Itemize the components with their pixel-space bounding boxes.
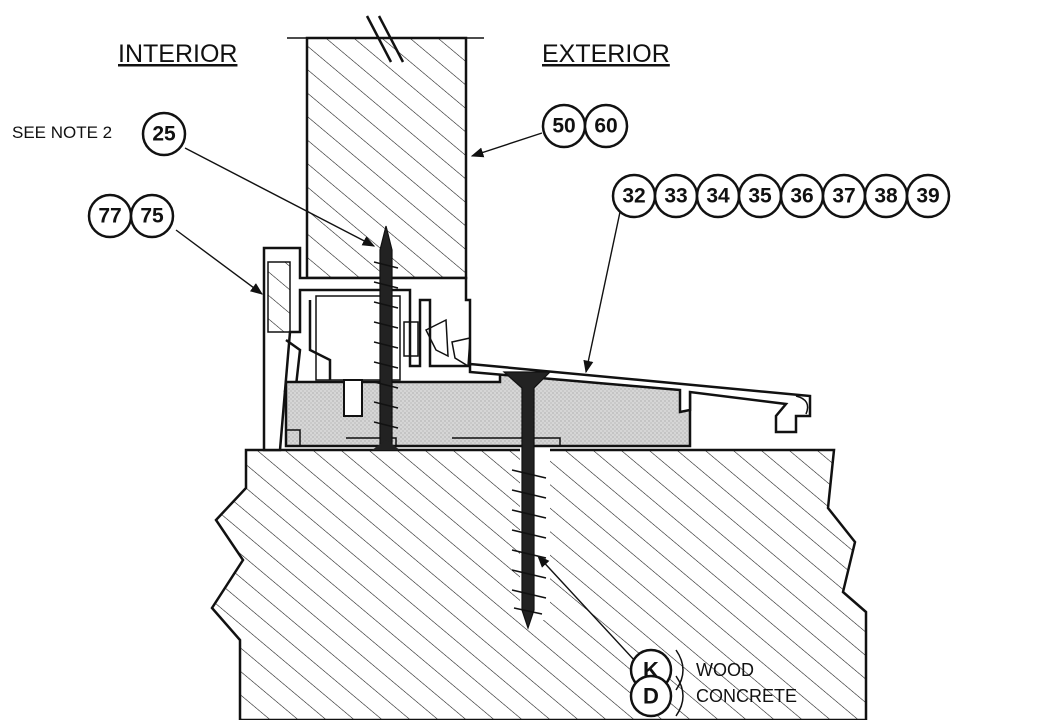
callout-50-60: 50 60 xyxy=(541,103,629,149)
fastener-key-d: D xyxy=(643,684,659,709)
leader-lines xyxy=(175,132,637,663)
substrate xyxy=(210,440,868,720)
callout-60-text: 60 xyxy=(594,115,617,138)
callout-38-text: 38 xyxy=(874,185,898,208)
sill-cap xyxy=(468,362,812,434)
frame-profile xyxy=(262,246,472,452)
callout-75-text: 75 xyxy=(140,205,164,228)
fastener-label-concrete: CONCRETE xyxy=(696,686,797,706)
callout-50-text: 50 xyxy=(552,115,575,138)
callout-32-text: 32 xyxy=(622,185,645,208)
callout-34-text: 34 xyxy=(706,185,730,208)
fastener-label-wood: WOOD xyxy=(696,660,754,680)
anchor-screw xyxy=(502,371,552,630)
callout-25: 25 xyxy=(141,111,187,157)
callout-36-text: 36 xyxy=(790,185,813,208)
callout-77-75: 77 75 xyxy=(87,193,175,239)
callout-32-39: 32 33 34 35 36 37 38 39 xyxy=(611,173,951,219)
callout-37-text: 37 xyxy=(832,185,855,208)
frame-screw xyxy=(372,225,400,450)
fastener-key-concrete: D CONCRETE xyxy=(629,674,797,718)
see-note-label: SEE NOTE 2 xyxy=(12,123,112,142)
callout-39-text: 39 xyxy=(916,185,939,208)
callout-77-text: 77 xyxy=(98,205,121,228)
callout-33-text: 33 xyxy=(664,185,687,208)
exterior-label: EXTERIOR xyxy=(542,40,670,68)
callout-35-text: 35 xyxy=(748,185,772,208)
interior-label: INTERIOR xyxy=(118,40,237,68)
callout-25-text: 25 xyxy=(152,123,176,146)
